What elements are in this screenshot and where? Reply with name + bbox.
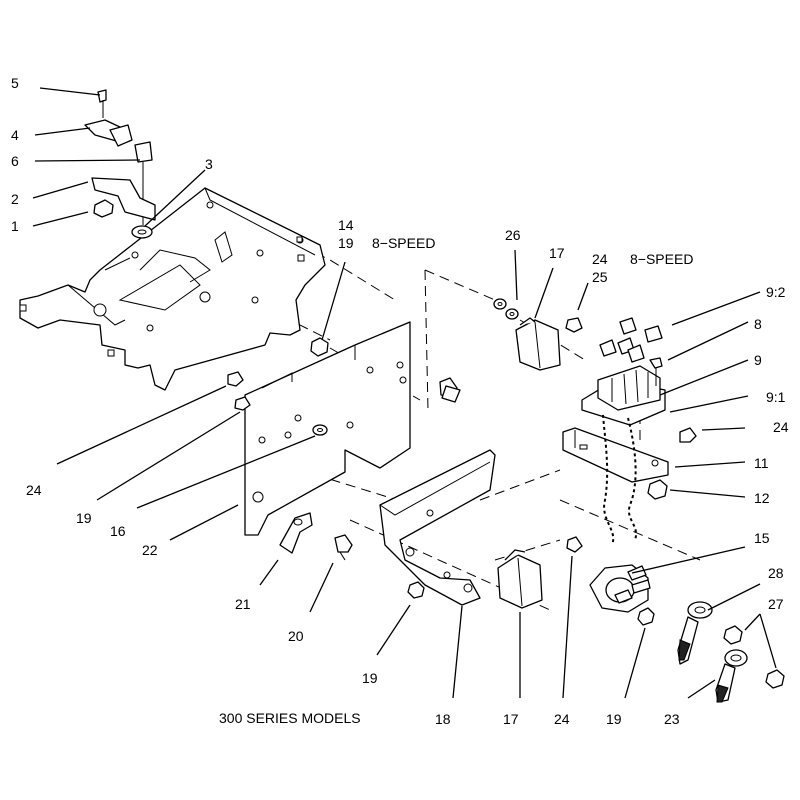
fasteners bbox=[227, 298, 785, 689]
callout-19-lower: 19 bbox=[362, 670, 378, 686]
leader-lines bbox=[32, 87, 777, 699]
callout-15: 15 bbox=[754, 530, 770, 546]
callout-9-2: 9:2 bbox=[766, 284, 786, 300]
callout-27: 27 bbox=[768, 596, 784, 612]
relay-lower bbox=[497, 549, 543, 609]
callout-20: 20 bbox=[288, 628, 304, 644]
callout-12: 12 bbox=[754, 490, 770, 506]
callout-9-1: 9:1 bbox=[766, 389, 786, 405]
callout-22: 22 bbox=[142, 542, 158, 558]
callout-2: 2 bbox=[11, 191, 19, 207]
speed-note-left: 8−SPEED bbox=[372, 235, 436, 251]
mounting-plate bbox=[244, 321, 411, 536]
callout-18: 18 bbox=[435, 711, 451, 727]
callout-26: 26 bbox=[505, 227, 521, 243]
callout-17-lower: 17 bbox=[503, 711, 519, 727]
callout-14: 14 bbox=[338, 217, 354, 233]
fuses bbox=[599, 317, 663, 363]
callout-8: 8 bbox=[754, 316, 762, 332]
callout-9: 9 bbox=[754, 352, 762, 368]
callout-21: 21 bbox=[235, 596, 251, 612]
switch-assembly bbox=[84, 89, 156, 239]
callout-5: 5 bbox=[11, 75, 19, 91]
series-label: 300 SERIES MODELS bbox=[219, 710, 361, 726]
callout-19-bottom: 19 bbox=[606, 711, 622, 727]
callout-16: 16 bbox=[110, 523, 126, 539]
callout-24-bottom: 24 bbox=[554, 711, 570, 727]
wire-harness bbox=[602, 414, 638, 546]
callout-24-right: 24 bbox=[773, 419, 789, 435]
fuse-block bbox=[581, 365, 666, 426]
fuse-bracket bbox=[562, 427, 669, 483]
chassis-plate bbox=[19, 187, 326, 391]
callout-25: 25 bbox=[592, 269, 608, 285]
callout-1: 1 bbox=[11, 218, 19, 234]
relay-upper bbox=[515, 317, 561, 371]
callout-24-left: 24 bbox=[26, 482, 42, 498]
callout-6: 6 bbox=[11, 153, 19, 169]
callout-19-upper: 19 bbox=[338, 235, 354, 251]
callout-17-upper: 17 bbox=[549, 245, 565, 261]
speed-note-right: 8−SPEED bbox=[630, 251, 694, 267]
callout-28: 28 bbox=[768, 565, 784, 581]
callout-3: 3 bbox=[205, 156, 213, 172]
battery-cables bbox=[677, 601, 748, 703]
bracket bbox=[379, 449, 496, 606]
callout-23: 23 bbox=[664, 711, 680, 727]
callout-4: 4 bbox=[11, 127, 19, 143]
callout-24-top: 24 bbox=[592, 251, 608, 267]
callout-19-left: 19 bbox=[76, 510, 92, 526]
callout-11: 11 bbox=[754, 455, 769, 471]
starter-solenoid bbox=[589, 564, 651, 613]
